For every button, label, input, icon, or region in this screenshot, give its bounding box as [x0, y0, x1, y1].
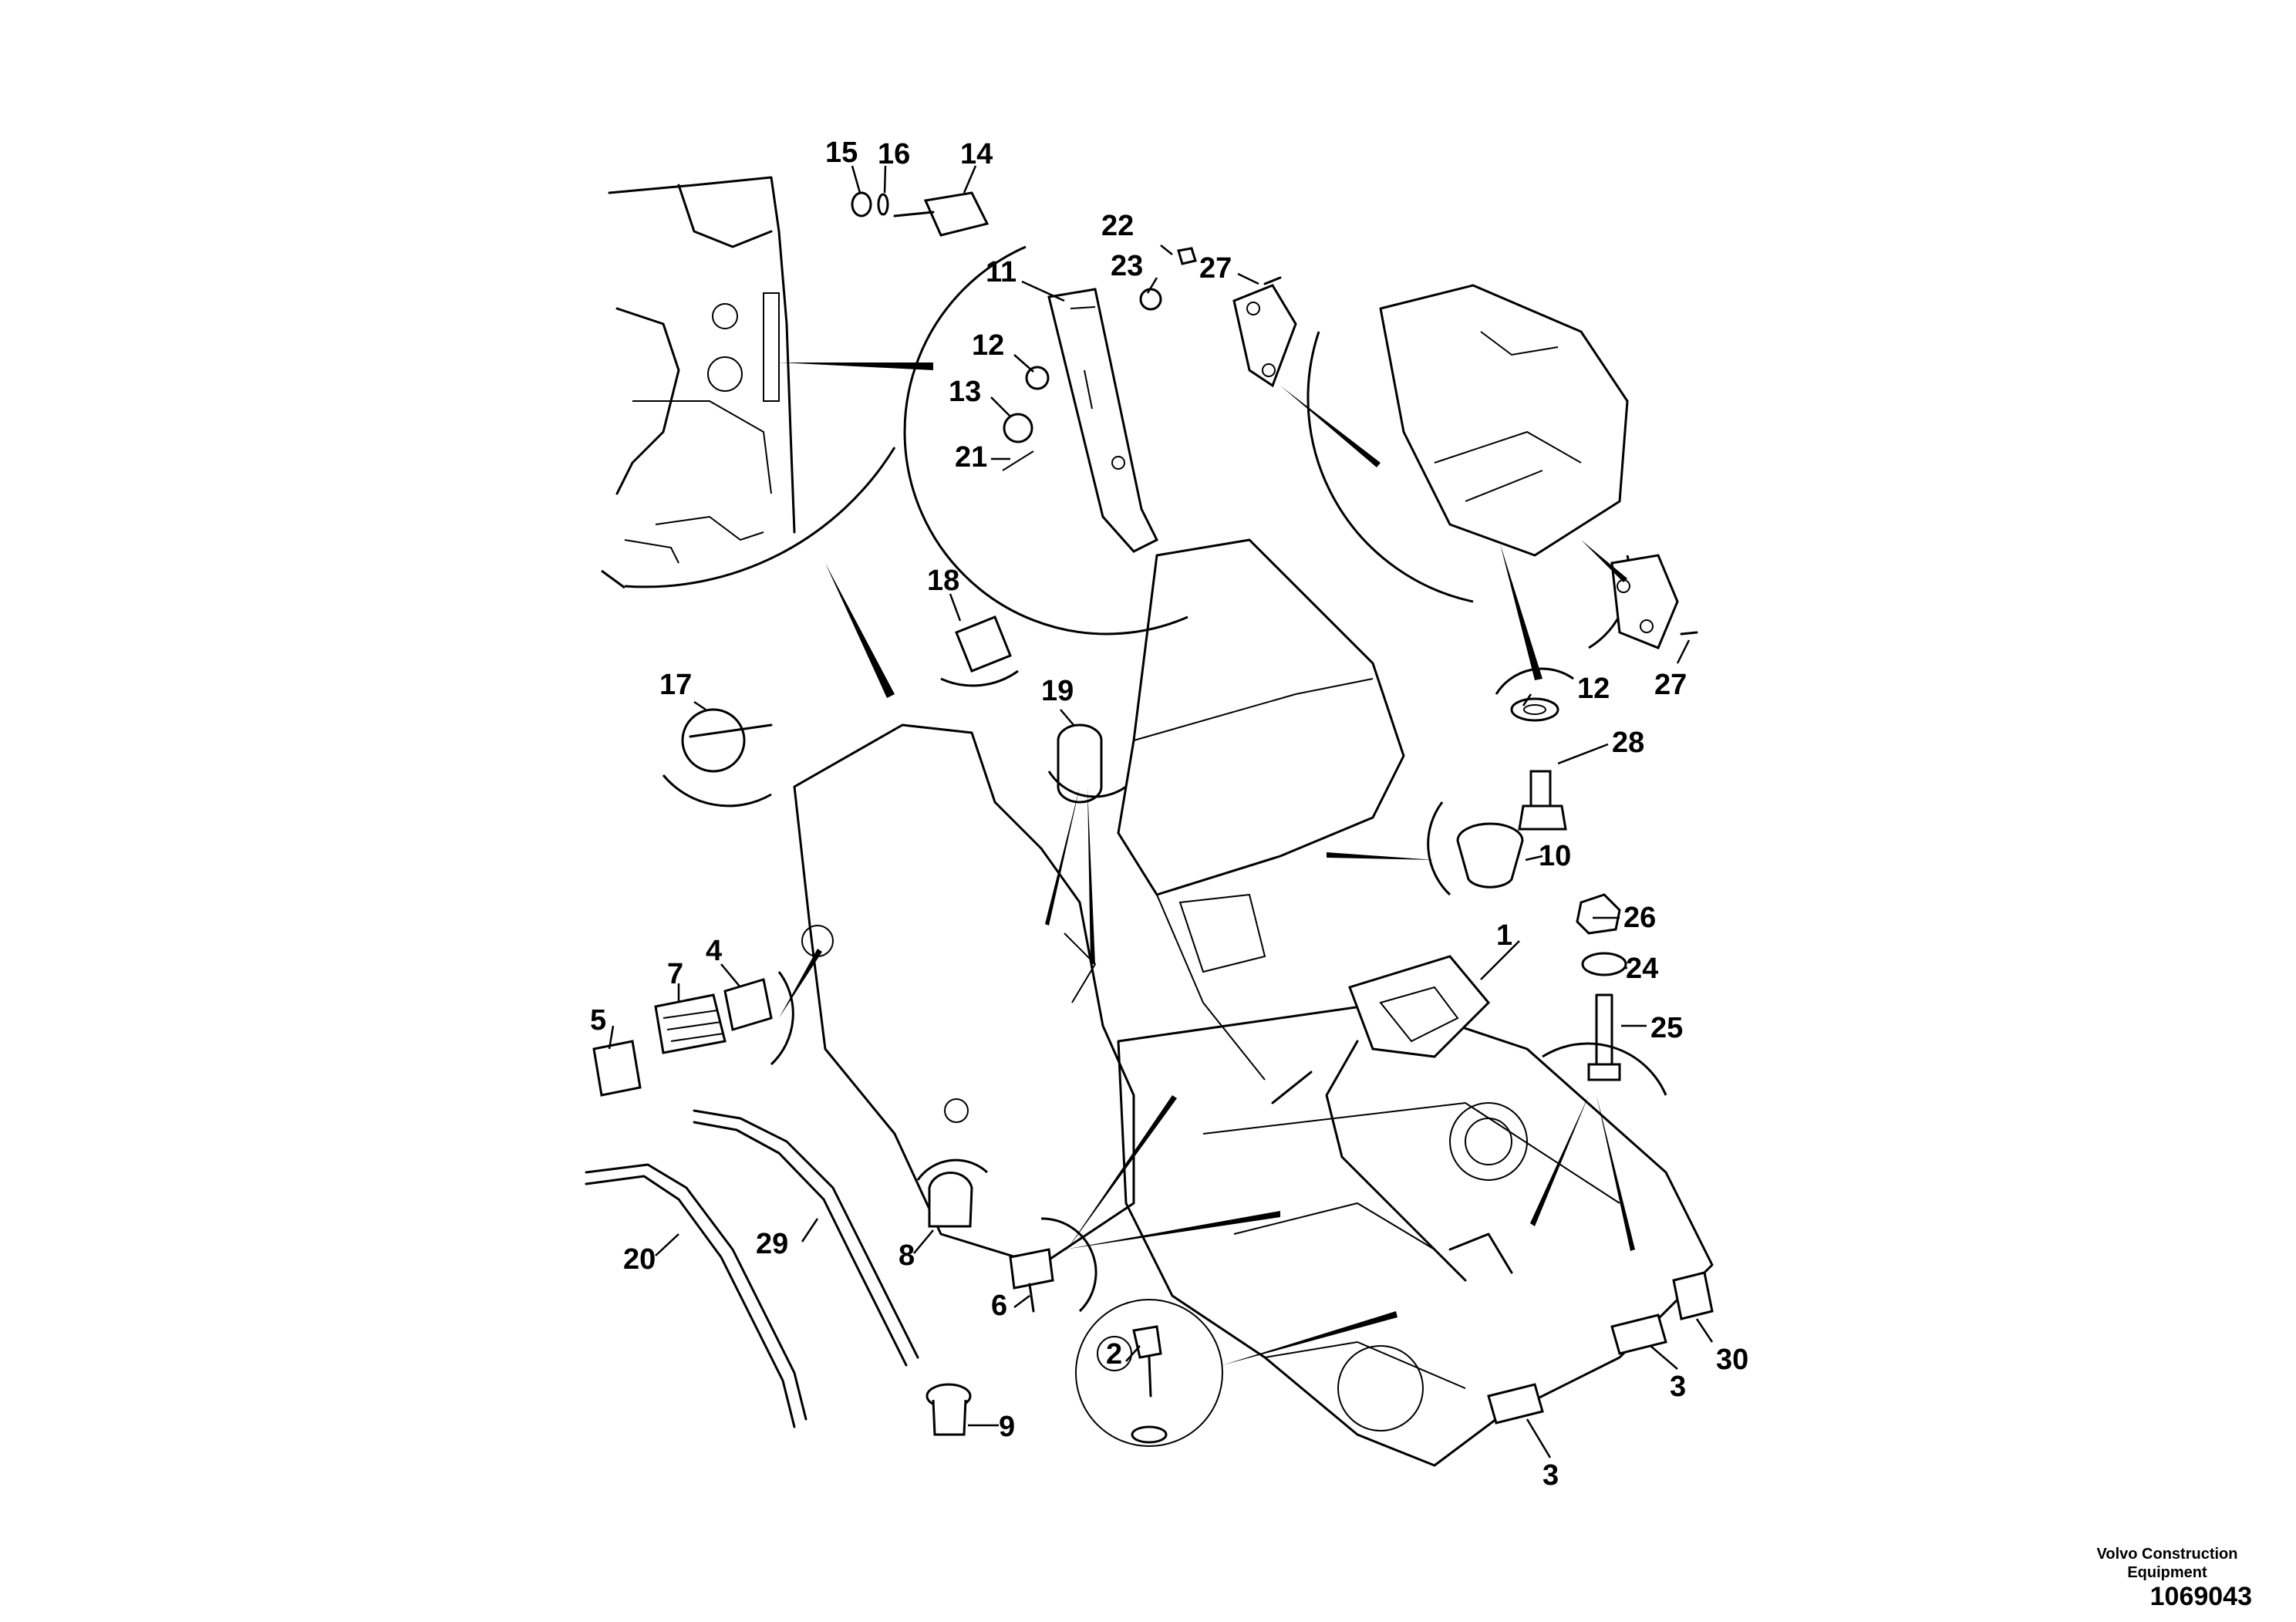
callout-3a: 3 — [1542, 1459, 1559, 1492]
figure-number: 1069043 — [2149, 1582, 2252, 1611]
callout-9: 9 — [999, 1411, 1015, 1443]
callout-12a: 12 — [972, 329, 1004, 362]
callout-5: 5 — [590, 1004, 606, 1037]
callout-14: 14 — [960, 138, 993, 170]
callout-8: 8 — [899, 1239, 915, 1272]
callout-19: 19 — [1041, 675, 1074, 707]
callout-26: 26 — [1623, 902, 1656, 934]
callout-4: 4 — [706, 935, 722, 967]
callout-21: 21 — [955, 441, 987, 474]
detail-cab-mount — [1232, 284, 1679, 680]
callout-15: 15 — [825, 137, 858, 169]
part-1-control-box — [1271, 955, 1513, 1282]
callout-23: 23 — [1111, 250, 1143, 282]
main-frame — [793, 538, 1714, 1467]
callout-11: 11 — [986, 256, 1017, 288]
callout-16: 16 — [878, 138, 910, 170]
callout-13: 13 — [949, 376, 981, 408]
callout-12b: 12 — [1577, 673, 1610, 705]
callout-7: 7 — [667, 958, 683, 990]
callout-2: 2 — [1106, 1338, 1122, 1371]
callout-25: 25 — [1650, 1012, 1683, 1044]
callout-24: 24 — [1626, 953, 1658, 985]
callout-17: 17 — [659, 669, 692, 701]
callout-27b: 27 — [1654, 669, 1687, 701]
manufacturer-label: Volvo Construction Equipment — [2096, 1546, 2238, 1581]
callout-20: 20 — [623, 1243, 656, 1276]
detail-upper-frame — [601, 176, 933, 698]
callout-leaders — [608, 165, 1714, 1458]
callout-10: 10 — [1539, 840, 1571, 872]
callout-27a: 27 — [1199, 252, 1232, 285]
callout-3b: 3 — [1670, 1371, 1686, 1403]
loose-parts — [585, 191, 1714, 1447]
callout-numbers: 1 2 3 3 4 5 6 7 8 9 10 11 12 12 13 14 15… — [590, 137, 1748, 1492]
callout-28: 28 — [1612, 727, 1644, 759]
callout-29: 29 — [756, 1228, 788, 1260]
callout-30: 30 — [1716, 1344, 1748, 1376]
callout-6: 6 — [991, 1290, 1007, 1322]
callout-18: 18 — [927, 565, 959, 597]
callout-2-ring — [1097, 1336, 1132, 1371]
callout-1: 1 — [1496, 919, 1512, 952]
callout-22: 22 — [1101, 210, 1134, 242]
detail-bracket — [903, 245, 1197, 636]
